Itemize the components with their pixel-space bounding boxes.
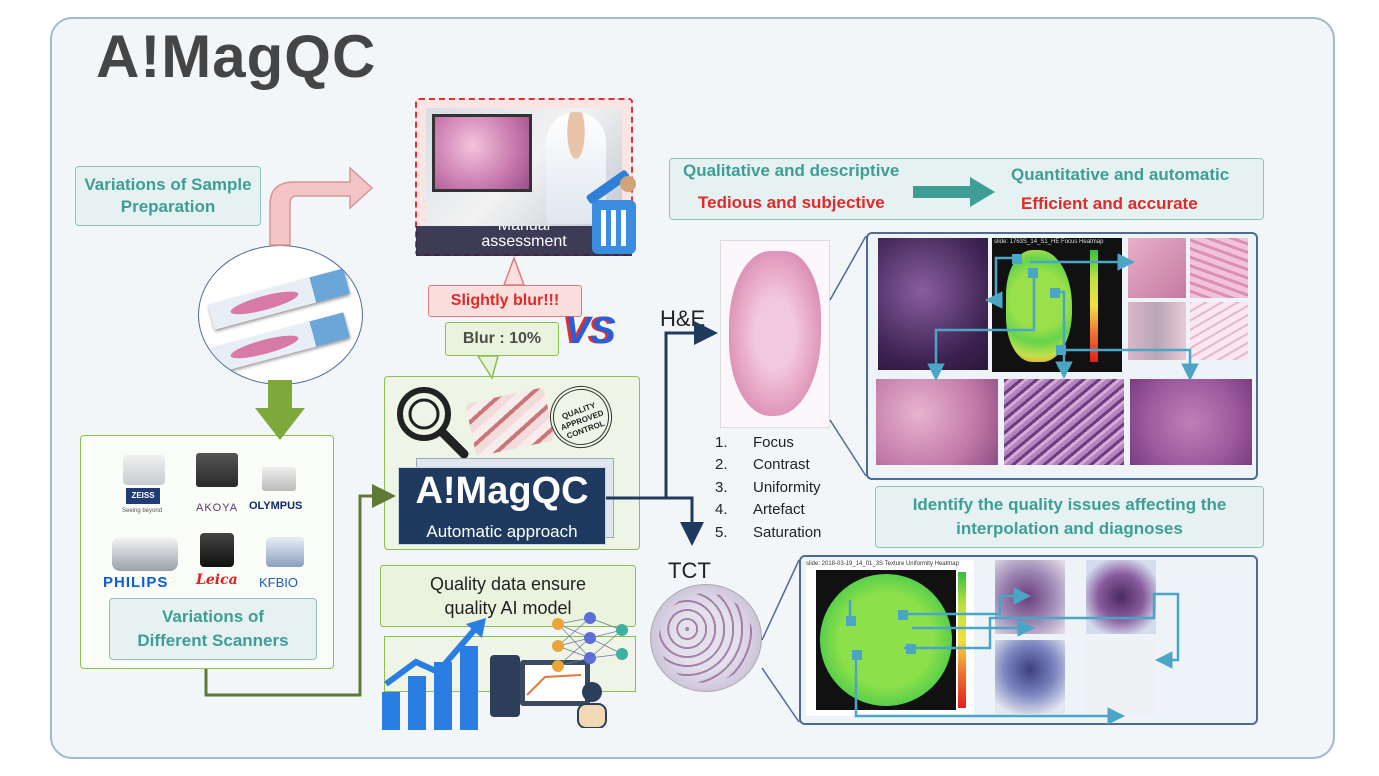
metric-num: 1. xyxy=(715,434,728,451)
trash-icon xyxy=(578,170,648,260)
vs-label: VS xyxy=(565,310,616,352)
scanner-device xyxy=(196,453,238,487)
tct-tile xyxy=(1086,560,1156,634)
scanner-device xyxy=(266,537,304,567)
he-tile xyxy=(1128,302,1186,360)
tct-heatmap-caption: slide: 2018-03-19_14_01_3S Texture Unifo… xyxy=(806,561,959,567)
metric-name: Artefact xyxy=(753,501,805,518)
he-slide-image xyxy=(720,240,830,428)
he-tile xyxy=(1128,238,1186,298)
blur-callout: Slightly blur!!! xyxy=(428,285,582,317)
scanners-label: Variations of Different Scanners xyxy=(137,607,289,650)
metric-name: Focus xyxy=(753,434,794,451)
brand-philips: PHILIPS xyxy=(103,574,169,591)
tct-heatmap: slide: 2018-03-19_14_01_3S Texture Unifo… xyxy=(806,560,974,716)
quality-data-label: Quality data ensure quality AI model xyxy=(429,574,587,618)
automatic-subtitle: Automatic approach xyxy=(426,522,578,541)
monitor-icon xyxy=(520,660,590,706)
tct-slide-image xyxy=(650,584,762,692)
metric-num: 5. xyxy=(715,524,728,541)
slides-circle xyxy=(198,245,363,385)
metric-name: Contrast xyxy=(753,456,810,473)
identify-box: Identify the quality issues affecting th… xyxy=(875,486,1264,548)
metric-name: Uniformity xyxy=(753,479,821,496)
magnifier-icon xyxy=(392,382,472,462)
he-tile xyxy=(1130,379,1252,465)
metric-num: 2. xyxy=(715,456,728,473)
brand-olympus: OLYMPUS xyxy=(249,500,303,512)
blur-callout-label: Slightly blur!!! xyxy=(450,292,560,309)
automatic-title: A!MagQC xyxy=(415,470,589,512)
he-tile xyxy=(1190,302,1248,360)
brand-akoya: AKOYA xyxy=(196,502,239,514)
scanners-label-box: Variations of Different Scanners xyxy=(109,598,317,660)
tct-tile xyxy=(1086,640,1156,714)
identify-label: Identify the quality issues affecting th… xyxy=(912,495,1227,538)
he-tile xyxy=(1004,379,1124,465)
neural-network-icon xyxy=(550,610,632,680)
he-heatmap: slide: 1763S_14_S1_HE Focus Heatmap xyxy=(992,238,1122,372)
he-tile xyxy=(876,379,998,465)
scanner-device xyxy=(112,537,178,571)
tct-tile xyxy=(995,640,1065,714)
manual-assessment-photo xyxy=(426,108,622,228)
vs-badge: VS xyxy=(565,310,616,353)
metric-num: 3. xyxy=(715,479,728,496)
comparison-right-bottom: Efficient and accurate xyxy=(1021,194,1198,213)
automatic-box xyxy=(398,467,606,545)
brand-leica: Leica xyxy=(196,572,238,588)
sample-prep-box: Variations of Sample Preparation xyxy=(75,166,261,226)
quality-stamp-label: QUALITY APPROVED CONTROL xyxy=(559,400,606,441)
he-tile xyxy=(1190,238,1248,298)
brand-kfbio: KFBIO xyxy=(259,575,299,590)
he-tile-dark xyxy=(878,238,988,370)
scanner-device xyxy=(123,455,165,485)
main-title: A!MagQC xyxy=(96,23,377,90)
he-heatmap-caption: slide: 1763S_14_S1_HE Focus Heatmap xyxy=(994,239,1104,245)
growth-chart-icon xyxy=(380,610,500,732)
blur-metric-box: Blur : 10% xyxy=(445,322,559,356)
metric-name: Saturation xyxy=(753,524,822,541)
comparison-right-top: Quantitative and automatic xyxy=(1011,165,1230,184)
comparison-left-top: Qualitative and descriptive xyxy=(683,161,900,180)
comparison-left-bottom: Tedious and subjective xyxy=(698,193,885,212)
blur-metric-label: Blur : 10% xyxy=(462,330,542,347)
tct-tile xyxy=(995,560,1065,634)
scanner-device xyxy=(200,533,234,567)
user-icon xyxy=(575,680,609,728)
tct-heatmap-colorbar xyxy=(958,572,966,708)
zeiss-tagline: Seeing beyond xyxy=(122,508,163,514)
computer-icon xyxy=(490,655,520,717)
manual-assessment-label: Manual assessment xyxy=(481,226,567,250)
he-heatmap-colorbar xyxy=(1090,250,1098,362)
metrics-list: 1. Focus 2. Contrast 3. Uniformity 4. Ar… xyxy=(715,434,855,546)
metric-num: 4. xyxy=(715,501,728,518)
tct-label: TCT xyxy=(668,558,711,583)
he-label: H&E xyxy=(660,306,706,331)
scanner-device xyxy=(262,467,296,491)
sample-prep-label: Variations of Sample Preparation xyxy=(84,175,252,216)
monitor-screen xyxy=(432,114,532,192)
brand-zeiss: ZEISS xyxy=(126,488,160,504)
